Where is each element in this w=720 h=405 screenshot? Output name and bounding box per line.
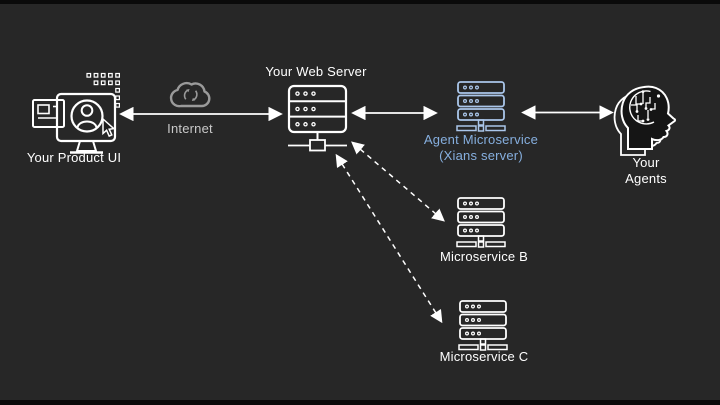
label-your-agents-line2: Agents	[625, 170, 667, 186]
label-microservice-c: Microservice C	[439, 349, 529, 364]
cloud-sync-icon	[169, 81, 211, 108]
label-internet: Internet	[167, 121, 213, 136]
agent-microservice-server-icon	[456, 81, 506, 132]
server-rack-icon	[287, 84, 348, 152]
letterbox-bar-bottom	[0, 400, 720, 405]
ai-head-icon	[613, 85, 677, 156]
label-your-agents-line1: Your	[632, 155, 660, 170]
label-agent-microservice: Agent Microservice (Xians server)	[416, 132, 546, 164]
microservice-c-server-icon	[458, 300, 508, 351]
label-product-ui: Your Product UI	[26, 150, 122, 165]
circuit-traces	[631, 93, 656, 122]
label-web-server: Your Web Server	[265, 64, 367, 79]
monitor-user-icon	[32, 72, 121, 154]
cursor-icon	[102, 117, 116, 138]
letterbox-bar-top	[0, 0, 720, 4]
label-microservice-b: Microservice B	[439, 249, 529, 264]
label-agent-microservice-line2: (Xians server)	[439, 147, 523, 163]
microservice-b-server-icon	[456, 197, 506, 248]
label-your-agents: Your Agents	[625, 155, 667, 187]
label-agent-microservice-line1: Agent Microservice	[423, 132, 539, 147]
dashed-arrow-webserver-microservice-c	[335, 153, 443, 324]
